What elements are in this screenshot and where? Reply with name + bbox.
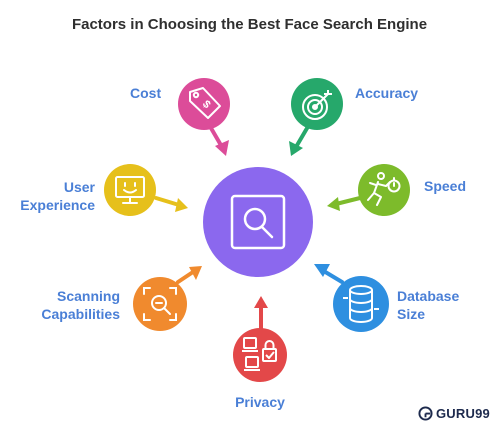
factor-circle-privacy: [233, 328, 287, 382]
target-icon: [302, 90, 332, 120]
arrow-privacy: [254, 296, 268, 330]
running-stopwatch-icon: [367, 172, 401, 206]
diagram-title: Factors in Choosing the Best Face Search…: [71, 16, 428, 33]
factor-label-line: User: [63, 179, 95, 195]
monitor-smile-icon: [115, 176, 145, 204]
factor-label-cost: Cost: [130, 84, 161, 102]
factor-label-line: Accuracy: [355, 85, 419, 101]
factor-label-line: Size: [397, 306, 426, 322]
factor-circle-accuracy: [291, 78, 343, 130]
factor-label-speed: Speed: [424, 177, 466, 195]
factor-label-line: Database: [397, 288, 460, 304]
factor-label-line: Scanning: [56, 288, 120, 304]
brand-logo: GURU99: [418, 404, 490, 422]
arrow-user-experience: [154, 196, 188, 212]
factor-label-user-experience: User Experience: [18, 178, 95, 214]
privacy-lock-icon: [242, 337, 277, 371]
factor-label-line: Cost: [130, 85, 162, 101]
factor-label-privacy: Privacy: [210, 393, 310, 411]
scan-search-icon: [143, 287, 177, 321]
brand-logo-icon: [418, 405, 433, 421]
factor-circle-cost: $: [178, 78, 230, 130]
brand-name: GURU99: [436, 405, 490, 421]
factor-label-accuracy: Accuracy: [355, 84, 418, 102]
arrow-database-size: [314, 264, 344, 284]
center-circle: [203, 167, 313, 277]
factor-circle-scanning-capabilities: [133, 277, 187, 331]
factor-circle-database-size: [333, 276, 389, 332]
database-icon: [343, 285, 379, 323]
arrow-speed: [327, 196, 362, 211]
factor-circle-user-experience: [104, 164, 156, 216]
factor-label-scanning-capabilities: Scanning Capabilities: [18, 287, 120, 323]
arrow-scanning-capabilities: [176, 266, 202, 284]
magnifier-icon: [230, 194, 286, 250]
factor-label-line: Capabilities: [41, 306, 120, 322]
factor-label-database-size: Database Size: [397, 287, 459, 323]
factor-label-line: Speed: [424, 178, 467, 194]
factor-label-line: Experience: [20, 197, 95, 213]
factor-circle-speed: [358, 164, 410, 216]
factor-label-line: Privacy: [235, 394, 285, 410]
